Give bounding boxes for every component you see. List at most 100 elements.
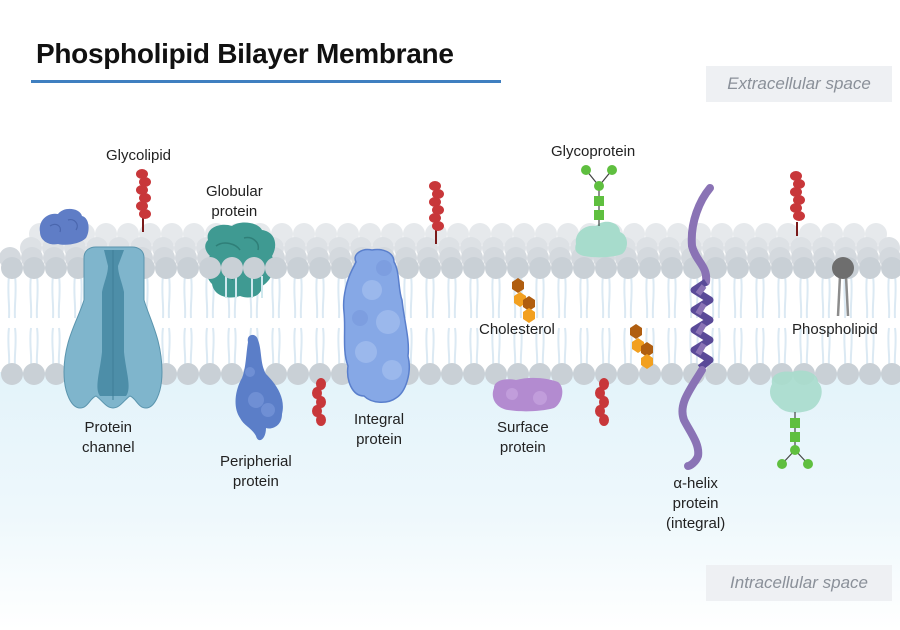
lipid-tail [183, 327, 187, 367]
lipid-tail [447, 327, 451, 367]
head-group [485, 257, 507, 279]
head-group [749, 363, 771, 385]
extracellular-space-tag: Extracellular space [706, 66, 892, 102]
glycolipid-sugar [429, 181, 441, 191]
lipid-tail [315, 327, 319, 367]
head-group [45, 363, 67, 385]
lipid-tail [629, 275, 633, 319]
lipid-tail [233, 327, 237, 367]
head-group [639, 363, 661, 385]
glycolipid-sugar [139, 177, 151, 187]
lipid-tail [469, 275, 473, 319]
lipid-tail [13, 275, 17, 319]
glycolipid-sugar [139, 193, 151, 203]
head-group [221, 363, 243, 385]
glycolipid-sugar [312, 387, 322, 399]
lipid-tail [277, 275, 281, 319]
head-group [749, 257, 771, 279]
glycolipid-sugar [316, 396, 326, 408]
lipid-tail [321, 327, 325, 367]
page-title: Phospholipid Bilayer Membrane [36, 38, 454, 69]
glycoprotein-top-shape [575, 165, 627, 258]
lipid-tail [167, 275, 171, 319]
head-group [1, 257, 23, 279]
lipid-tail [299, 275, 303, 319]
label-line: Integral [354, 411, 405, 428]
head-group [815, 257, 837, 279]
lipid-tail [51, 275, 55, 319]
head-group [287, 257, 309, 279]
lipid-tail [711, 275, 715, 319]
lipid-tail [777, 327, 781, 367]
label-peripheral-protein: Peripherial protein [220, 452, 292, 492]
glycolipid-sugar [793, 195, 805, 205]
lipid-tail [827, 327, 831, 367]
glycolipid-sugar [139, 209, 151, 219]
lipid-tail [57, 327, 61, 367]
lipid-tail [425, 327, 429, 367]
glycolipid-sugar [793, 179, 805, 189]
glycolipid-sugar [429, 213, 441, 223]
lipid-tail [667, 327, 671, 367]
lipid-tail [293, 327, 297, 367]
title-underline [31, 80, 501, 83]
head-group [639, 257, 661, 279]
lipid-tail [205, 275, 209, 319]
lipid-tail [717, 327, 721, 367]
lipid-tail [491, 327, 495, 367]
lipid-tail [469, 327, 473, 367]
head-group [23, 257, 45, 279]
head-group [485, 363, 507, 385]
lipid-tail [321, 275, 325, 319]
lipid-tail [871, 327, 875, 367]
lipid-tail [299, 327, 303, 367]
lipid-tail [887, 327, 891, 367]
label-line: α-helix [673, 475, 718, 492]
lipid-tail [827, 275, 831, 319]
cholesterol-molecule-upper [512, 278, 535, 323]
glycolipid-sugar [599, 396, 609, 408]
glycolipid-sugar [312, 405, 322, 417]
lipid-tail [475, 275, 479, 319]
lipid-tail [491, 275, 495, 319]
lipid-tail [57, 275, 61, 319]
head-group [463, 363, 485, 385]
head-group [705, 363, 727, 385]
head-group [551, 257, 573, 279]
glycolipid-sugar [432, 221, 444, 231]
lipid-tail [843, 275, 847, 319]
head-group [859, 257, 881, 279]
lipid-tail [557, 275, 561, 319]
globular-protein-shape [205, 222, 276, 298]
head-group [287, 363, 309, 385]
label-glycolipid: Glycolipid [106, 147, 172, 164]
lipid-tail [431, 327, 435, 367]
label-line: Peripherial [220, 453, 292, 470]
head-group [815, 363, 837, 385]
head-group [793, 257, 815, 279]
head-group [419, 363, 441, 385]
head-group [573, 363, 595, 385]
peripheral-protein-top-shape [39, 208, 89, 245]
glycoprotein-bottom-shape [770, 370, 822, 469]
head-group [661, 363, 683, 385]
glycolipid-sugar [595, 387, 605, 399]
lipid-tail [755, 275, 759, 319]
lipid-tail [579, 275, 583, 319]
lipid-tail [777, 275, 781, 319]
lipid-tail [755, 327, 759, 367]
head-group [265, 257, 287, 279]
glycolipid-chains [136, 169, 805, 426]
glycolipid-sugar [429, 197, 441, 207]
lipid-tail [431, 275, 435, 319]
lipid-tail [893, 275, 897, 319]
label-surface-protein: Surface protein [497, 418, 549, 458]
head-group [595, 257, 617, 279]
glycolipid-sugar [136, 169, 148, 179]
lipid-tail [563, 327, 567, 367]
head-group [463, 257, 485, 279]
glycolipid-sugar [790, 203, 802, 213]
head-group [199, 257, 221, 279]
lipid-tail [557, 327, 561, 367]
head-group [617, 363, 639, 385]
